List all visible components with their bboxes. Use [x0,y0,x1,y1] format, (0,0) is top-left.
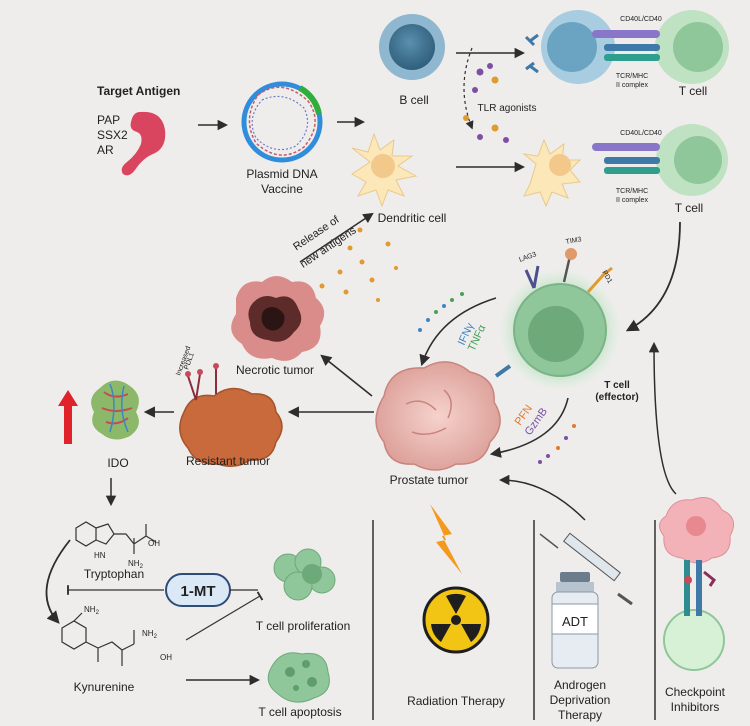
plasmid-icon [241,81,323,163]
antigen-dots [319,227,398,302]
syringe-icon [539,532,633,606]
antigen-ar: AR [97,143,114,157]
tcr-label-top-1: TCR/MHC [616,73,648,80]
necrotic-tumor-label: Necrotic tumor [236,363,314,377]
cd40-label-mid: CD40L/CD40 [620,130,662,137]
ido-increase-arrow [58,390,78,444]
resistant-tumor-label: Resistant tumor [186,454,270,468]
checkpoint-interaction-icon [659,497,735,671]
radiation-therapy-label: Radiation Therapy [407,694,505,708]
t-cell-proliferation-label: T cell proliferation [256,619,351,633]
resistant-tumor-icon [179,363,283,467]
inhibit-proliferation-line [185,591,264,641]
vaccine-label-2: Vaccine [261,182,303,196]
tryptophan-structure [75,521,157,554]
checkpoint-label-2: Inhibitors [671,700,720,714]
vaccine-label-1: Plasmid DNA [246,167,317,181]
spacer [452,500,456,528]
tryptophan-label: Tryptophan [84,567,144,581]
tim3-label: TIM3 [565,236,582,246]
cd40-label-top: CD40L/CD40 [620,16,662,23]
antigen-pap: PAP [97,113,120,127]
dc-tcell-synapse [522,124,728,208]
prostate-tumor-label: Prostate tumor [390,473,469,487]
checkpoint-label-1: Checkpoint [665,685,726,699]
arrow-release-antigens [299,212,374,263]
adt-vial-icon [551,572,599,669]
tcr-label-mid-2: II complex [616,197,648,204]
tcr-label-top-2: II complex [616,82,648,89]
arrow-tlr-to-dc [463,47,474,130]
arrow-cytokine-release [419,297,497,367]
tlr-agonist-dots [463,63,509,143]
ido-label: IDO [107,456,128,470]
effector-label-2: (effector) [595,392,638,403]
dendritic-cell-label: Dendritic cell [378,211,447,225]
arrow-trp-to-kyn [45,539,71,624]
effector-label-1: T cell [604,380,630,391]
t-cell-apoptosis-label: T cell apoptosis [258,705,341,719]
tcr-label-mid-1: TCR/MHC [616,188,648,195]
arrow-cytotoxic-release [489,397,569,458]
t-cell-mid-label: T cell [675,201,703,215]
tlr-agonists-label: TLR agonists [478,103,537,114]
arrow-adt-to-tumor [498,474,586,521]
radiation-icon [422,586,490,654]
b-cell-label: B cell [399,93,428,107]
bcell-tcell-synapse [524,10,729,84]
target-antigen-title: Target Antigen [97,84,180,98]
adt-label-2: Deprivation [550,693,611,707]
lightning-icon [430,504,462,574]
antigen-protein-icon [121,111,166,176]
kynurenine-structure [61,612,135,666]
arrow-prostate-to-necrotic [320,354,373,397]
ido-protein-icon [91,380,139,440]
cytotoxic-dots [538,424,576,464]
adt-label-1: Androgen [554,678,606,692]
t-cell-apoptosis-icon [267,652,330,703]
trp-oh: OH [148,539,160,548]
lag3-label: LAG3 [518,251,537,264]
adt-label-3: Therapy [558,708,602,722]
cytokine-dots [418,292,464,332]
t-cell-proliferation-icon [273,548,336,601]
kyn-nh2: NH2 [142,629,158,640]
b-cell-icon [379,14,445,80]
trp-hn: HN [94,551,106,560]
arrow-tcell-to-effector [625,221,681,332]
arrow-checkpoint-to-effector [648,341,677,495]
kyn-nh2-top: NH2 [84,605,100,616]
t-cell-top-label: T cell [679,84,707,98]
prostate-tumor-icon [375,361,501,471]
trp-nh2: NH2 [128,559,144,570]
kynurenine-label: Kynurenine [74,680,135,694]
dendritic-cell-icon [351,132,418,208]
necrotic-tumor-icon [231,276,325,361]
effector-t-cell-icon [494,248,622,392]
antigen-ssx2: SSX2 [97,128,128,142]
inhibitor-1mt-label: 1-MT [181,583,216,600]
kyn-oh: OH [160,653,172,662]
adt-vial-label: ADT [562,614,588,629]
